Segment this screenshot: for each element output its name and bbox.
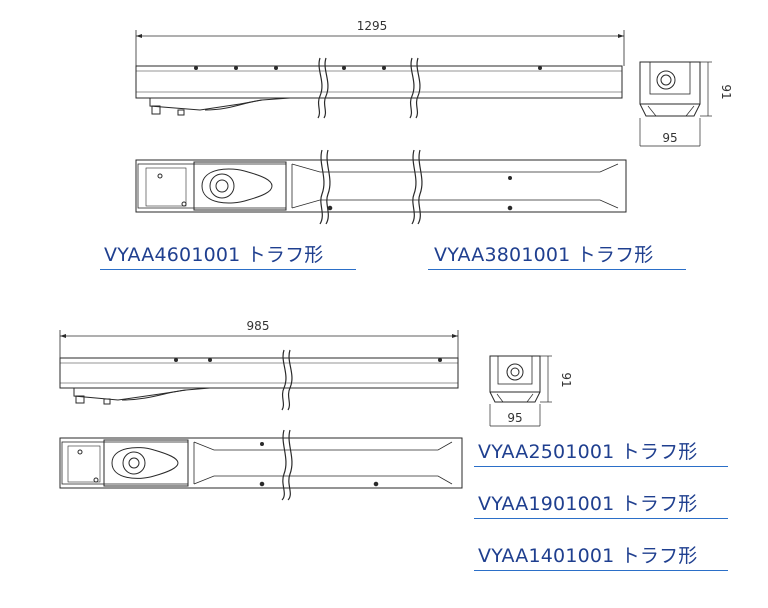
top-length-dimension: 1295 (357, 19, 388, 33)
bottom-end-view (489, 355, 552, 427)
bottom-side-view (59, 330, 459, 411)
bottom-height-dimension: 91 (559, 372, 573, 387)
model-label-vyaa1401001: VYAA1401001 トラフ形 (478, 545, 698, 567)
bottom-width-dimension: 95 (507, 411, 522, 425)
model-label-vyaa3801001: VYAA3801001 トラフ形 (434, 244, 654, 266)
bottom-plan-view (59, 429, 463, 501)
bottom-length-dimension: 985 (247, 319, 270, 333)
model-label-vyaa1901001: VYAA1901001 トラフ形 (478, 493, 698, 515)
label-underline (474, 518, 728, 519)
top-height-dimension: 91 (719, 84, 733, 99)
label-underline (428, 269, 686, 270)
model-label-vyaa4601001: VYAA4601001 トラフ形 (104, 244, 324, 266)
label-underline (474, 466, 728, 467)
top-side-view (135, 30, 625, 119)
model-label-vyaa2501001: VYAA2501001 トラフ形 (478, 441, 698, 463)
top-plan-view (135, 149, 627, 225)
top-width-dimension: 95 (662, 131, 677, 145)
top-end-view (639, 61, 712, 147)
label-underline (474, 570, 728, 571)
label-underline (100, 269, 356, 270)
